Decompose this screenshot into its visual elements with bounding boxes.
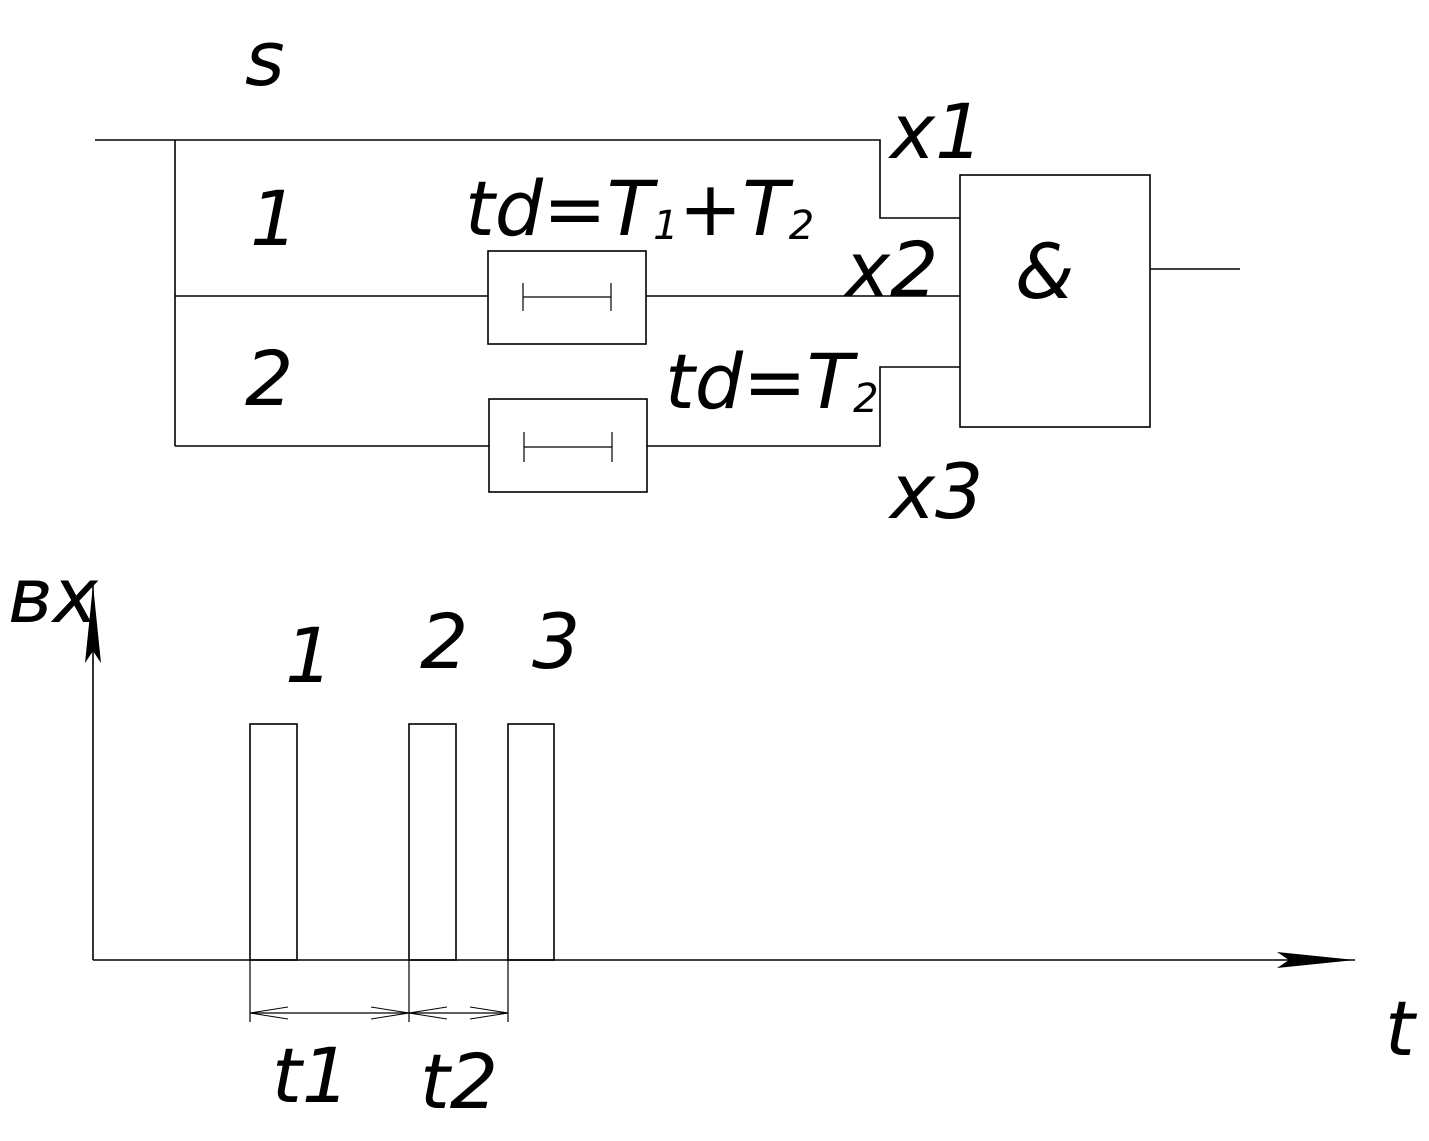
delay-element-2: [488, 398, 648, 493]
input-x3-label: x3: [888, 447, 983, 536]
pulse-3: [507, 723, 555, 961]
branch-1-label: 1: [250, 174, 298, 263]
timing-diagram: вх t 1 2 3 t1 t2: [8, 551, 1418, 1126]
pulse-1-label: 1: [285, 611, 333, 700]
branch-2-label: 2: [245, 334, 293, 423]
input-s-label: s: [245, 14, 285, 103]
input-x1-label: x1: [888, 87, 983, 176]
input-x2-label: x2: [843, 225, 938, 314]
pulse-3-label: 3: [532, 597, 580, 686]
pulse-2: [408, 723, 457, 961]
wire-branch2-out: [647, 366, 960, 447]
interval-t1-label: t1: [272, 1031, 350, 1120]
pulse-2-label: 2: [420, 597, 468, 686]
x-axis-label: t: [1385, 984, 1418, 1073]
wire-s-x1: [95, 139, 960, 219]
delay-1-label: td=T1+T2: [465, 164, 814, 253]
interval-t2-label: t2: [420, 1037, 498, 1126]
delay-element-1: [487, 250, 647, 345]
delay-2-label: td=T2: [665, 337, 879, 426]
circuit-schematic: s 1 2 x1 x2 x3 & td=T1+T2 td=T2: [95, 14, 1240, 536]
and-gate-symbol: &: [1015, 227, 1074, 316]
y-axis-label: вх: [8, 551, 99, 640]
and-gate: [959, 174, 1151, 428]
pulse-1: [249, 723, 298, 961]
